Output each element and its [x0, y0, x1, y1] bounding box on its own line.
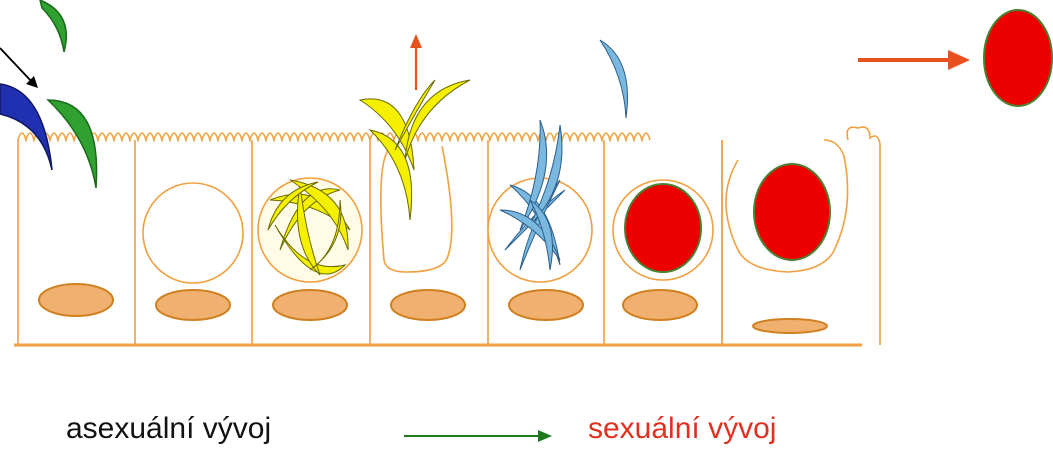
- nucleus: [623, 290, 697, 320]
- nuclei: [39, 284, 827, 333]
- green-merozoite: [40, 0, 66, 52]
- sexual-development-label: sexuální vývoj: [588, 412, 776, 446]
- free-light-blue-merozoite: [600, 40, 628, 118]
- nucleus: [156, 290, 230, 320]
- macrogamont-exiting: [754, 164, 830, 260]
- entering-merozoites: [0, 0, 97, 188]
- brush-border: [18, 133, 650, 140]
- rupture-cavity-cell: [381, 146, 452, 272]
- green-merozoite: [48, 100, 97, 188]
- nucleus: [391, 290, 465, 320]
- empty-vacuole: [143, 183, 243, 283]
- up-arrow-head: [410, 34, 422, 48]
- entry-arrow-shaft: [0, 48, 32, 82]
- yellow-merozoite: [395, 80, 435, 150]
- progress-arrow-head: [538, 430, 552, 442]
- blue-merozoite: [0, 84, 52, 170]
- nucleus: [273, 290, 347, 320]
- nucleus: [753, 319, 827, 333]
- yellow-merozoite: [405, 80, 470, 160]
- escaping-yellow-merozoites: [360, 80, 470, 220]
- asexual-development-label: asexuální vývoj: [66, 412, 271, 446]
- released-macrogamont: [984, 10, 1052, 106]
- nucleus: [509, 290, 583, 320]
- nucleus: [39, 284, 113, 316]
- macrogamont-in-cell: [625, 184, 701, 272]
- exit-arrow-head: [948, 50, 970, 70]
